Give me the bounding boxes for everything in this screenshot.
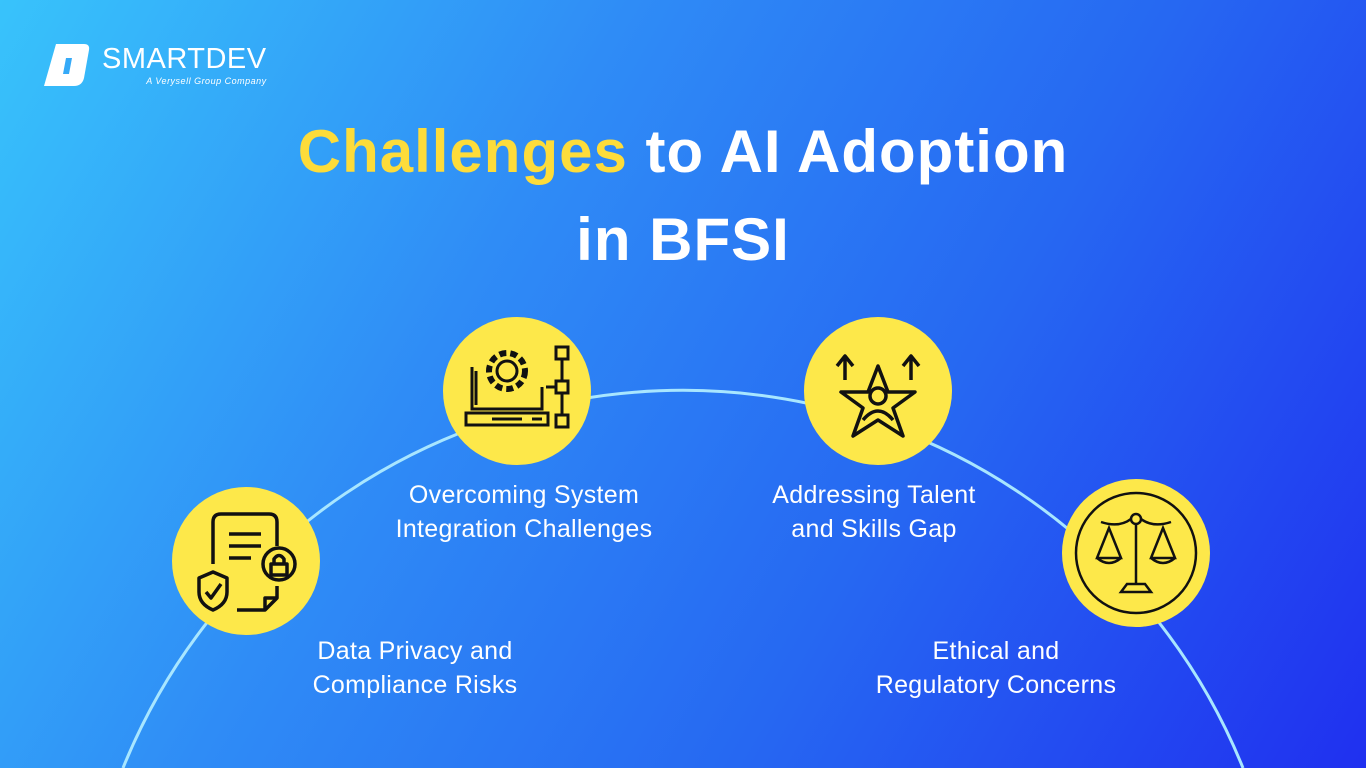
label-line: Data Privacy and xyxy=(317,637,513,665)
label-line: Overcoming System xyxy=(408,481,640,509)
label-line: Compliance Risks xyxy=(312,671,518,699)
challenge-label-system-integration: Overcoming System Integration Challenges xyxy=(354,478,694,546)
brand-name: SMARTDEV xyxy=(102,43,267,75)
challenge-node-data-privacy xyxy=(172,487,320,635)
logo-mark-icon xyxy=(44,44,90,86)
label-line: Integration Challenges xyxy=(395,515,653,543)
challenge-label-data-privacy: Data Privacy and Compliance Risks xyxy=(245,634,585,702)
challenge-label-talent-gap: Addressing Talent and Skills Gap xyxy=(704,478,1044,546)
label-line: Regulatory Concerns xyxy=(875,671,1117,699)
label-line: Addressing Talent xyxy=(772,481,976,509)
title-highlight: Challenges xyxy=(297,118,628,185)
scales-of-justice-icon xyxy=(1074,491,1198,615)
label-line: and Skills Gap xyxy=(791,515,957,543)
smartdev-logo: SMARTDEV A Verysell Group Company xyxy=(44,44,267,86)
challenge-label-ethical-regulatory: Ethical and Regulatory Concerns xyxy=(826,634,1166,702)
challenge-node-talent-gap xyxy=(804,317,952,465)
brand-tagline: A Verysell Group Company xyxy=(146,76,267,86)
computer-gear-flowchart-icon xyxy=(464,345,570,429)
title-line2: in BFSI xyxy=(576,206,790,273)
label-line: Ethical and xyxy=(932,637,1060,665)
page-title: Challenges to AI Adoption in BFSI xyxy=(0,108,1366,284)
document-lock-shield-icon xyxy=(197,512,297,612)
challenge-node-system-integration xyxy=(443,317,591,465)
star-person-arrows-icon xyxy=(835,354,921,438)
challenge-node-ethical-regulatory xyxy=(1062,479,1210,627)
title-line1: to AI Adoption xyxy=(627,118,1069,185)
